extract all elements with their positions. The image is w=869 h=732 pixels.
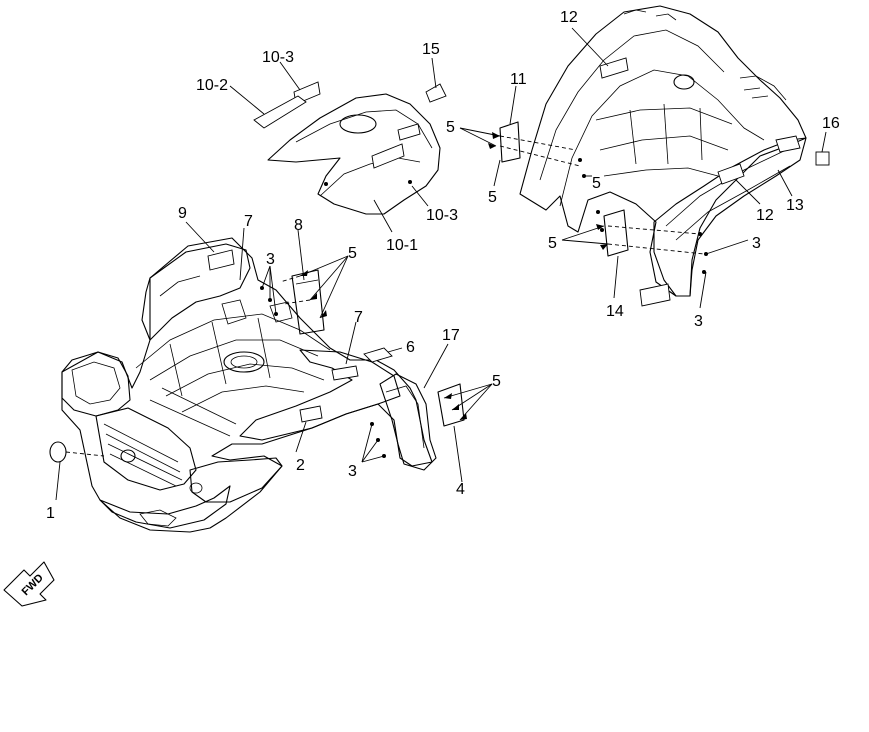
- part-1-badge: [49, 441, 67, 463]
- part-10-2-decal: [253, 95, 307, 129]
- fwd-label: FWD: [20, 572, 46, 598]
- callout-5-rear-mid: 5: [592, 175, 601, 192]
- callout-14: 14: [606, 303, 624, 320]
- callout-7-right: 7: [354, 309, 363, 326]
- part-10-1-rear-rack: [267, 93, 441, 215]
- part-8-mud-flap: [291, 269, 325, 335]
- leader-arrowheads: [300, 132, 608, 420]
- part-11-mud-flap: [499, 121, 521, 163]
- part-16-decal: [815, 151, 830, 166]
- rear-fasteners: [578, 158, 708, 274]
- callout-11: 11: [510, 71, 527, 88]
- callout-5-rear-left: 5: [446, 119, 455, 136]
- part-6-decal: [363, 347, 393, 363]
- callout-5-front-top: 5: [348, 245, 357, 262]
- part-15-decal: [425, 83, 447, 103]
- front-fender-assembly: [61, 237, 433, 533]
- callout-10-1: 10-1: [386, 237, 418, 254]
- callout-8: 8: [294, 217, 303, 234]
- callout-3-front-bottom: 3: [348, 463, 357, 480]
- callout-3-rear-right: 3: [752, 235, 761, 252]
- callout-12-side: 12: [756, 207, 774, 224]
- leader-lines: [55, 27, 827, 501]
- callout-4: 4: [456, 481, 465, 498]
- callout-2: 2: [296, 457, 305, 474]
- callout-6: 6: [406, 339, 415, 356]
- callout-9: 9: [178, 205, 187, 222]
- rear-fender-assembly: [519, 5, 807, 307]
- callout-5-rear-bottom: 5: [548, 235, 557, 252]
- callout-5-front-bottom: 5: [492, 373, 501, 390]
- part-14-mud-flap: [603, 209, 629, 257]
- callout-17: 17: [442, 327, 460, 344]
- callout-3-rear-bottom: 3: [694, 313, 703, 330]
- callout-10-3-top: 10-3: [262, 49, 294, 66]
- callout-10-3-bottom: 10-3: [426, 207, 458, 224]
- part-17-inner-fender: [379, 373, 437, 471]
- callout-10-2: 10-2: [196, 77, 228, 94]
- forward-arrow-icon: FWD: [3, 561, 55, 607]
- callout-3-front-top: 3: [266, 251, 275, 268]
- callout-7-left: 7: [244, 213, 253, 230]
- callout-5-rear-lower: 5: [488, 189, 497, 206]
- callout-13: 13: [786, 197, 804, 214]
- callout-1: 1: [46, 505, 55, 522]
- callout-16: 16: [822, 115, 840, 132]
- part-4-mud-flap: [437, 383, 465, 427]
- callout-12-top: 12: [560, 9, 578, 26]
- callout-15: 15: [422, 41, 440, 58]
- callout-labels: 1 2 3 3 3 3 4 5 5 5 5 5 5 6 7 7 8 9 10-1…: [46, 9, 840, 522]
